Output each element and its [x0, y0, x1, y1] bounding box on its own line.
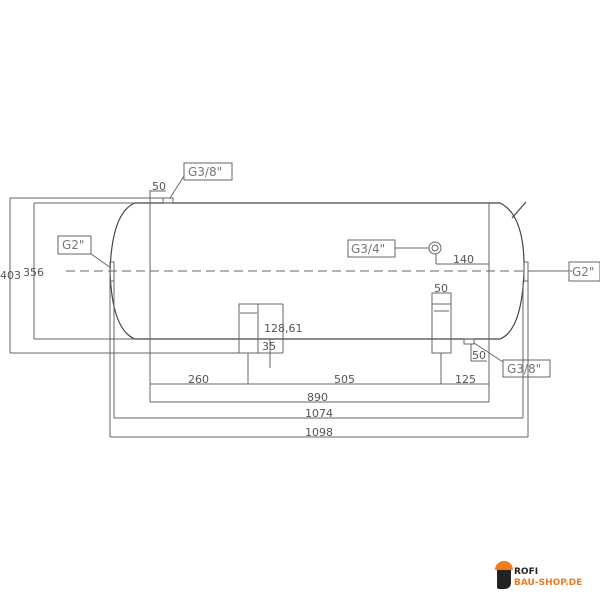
vent-pipe — [511, 201, 527, 219]
hard-hat-icon — [495, 561, 513, 570]
dim-side-fitting-offset: 140 — [453, 253, 474, 266]
bottom-fitting-label-box — [502, 359, 551, 378]
side-fitting — [428, 241, 442, 255]
top-fitting — [162, 197, 174, 204]
left-inlet-fitting — [109, 261, 115, 282]
top-fitting-label: G3/8" — [188, 165, 222, 179]
leaders — [90, 175, 569, 363]
logo-line1: ROFI — [514, 567, 539, 577]
tank-body — [109, 190, 525, 402]
dim-right-foot-pos: 125 — [455, 373, 476, 386]
right-outlet-label-box — [568, 261, 600, 282]
dim-body-diameter: 356 — [23, 266, 44, 279]
dim-foot-clearance: 35 — [262, 340, 276, 353]
right-foot — [431, 292, 452, 384]
right-outlet-label: G2" — [572, 265, 594, 279]
dim-top-fitting-offset: 50 — [152, 180, 166, 193]
dim-foot-spacing: 505 — [334, 373, 355, 386]
dim-cylinder-length: 890 — [307, 391, 328, 404]
dim-left-foot-pos: 260 — [188, 373, 209, 386]
dim-foot-width: 50 — [434, 282, 448, 295]
logo-p-icon — [497, 565, 511, 589]
dim-bottom-fitting-offset: 50 — [472, 349, 486, 362]
dim-body-length: 1074 — [305, 407, 333, 420]
dim-overall-length: 1098 — [305, 426, 333, 439]
logo-line2: BAU-SHOP.DE — [514, 578, 583, 588]
left-inlet-label-box — [57, 235, 92, 255]
side-fitting-label: G3/4" — [351, 242, 385, 256]
top-fitting-label-box — [183, 162, 233, 181]
profi-bau-shop-logo: ROFI BAU-SHOP.DE — [495, 561, 597, 593]
dim-overall-height: 403 — [0, 269, 21, 282]
left-foot — [238, 303, 259, 384]
dim-foot-height: 128,61 — [264, 322, 303, 335]
bottom-fitting — [463, 338, 475, 345]
left-inlet-label: G2" — [62, 238, 84, 252]
dimension-lines — [9, 190, 529, 438]
bottom-fitting-label: G3/8" — [507, 362, 541, 376]
side-fitting-label-box — [347, 239, 396, 258]
